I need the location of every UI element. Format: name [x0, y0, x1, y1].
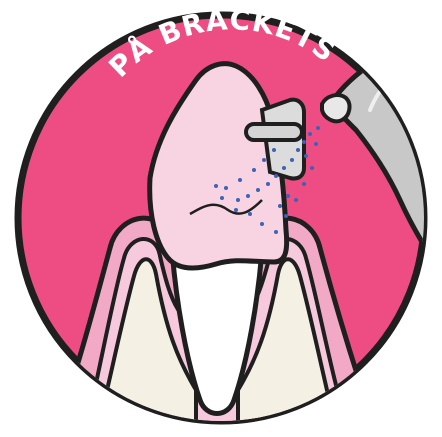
- handpiece-nozzle: [322, 95, 349, 121]
- bracket-wire: [246, 124, 302, 140]
